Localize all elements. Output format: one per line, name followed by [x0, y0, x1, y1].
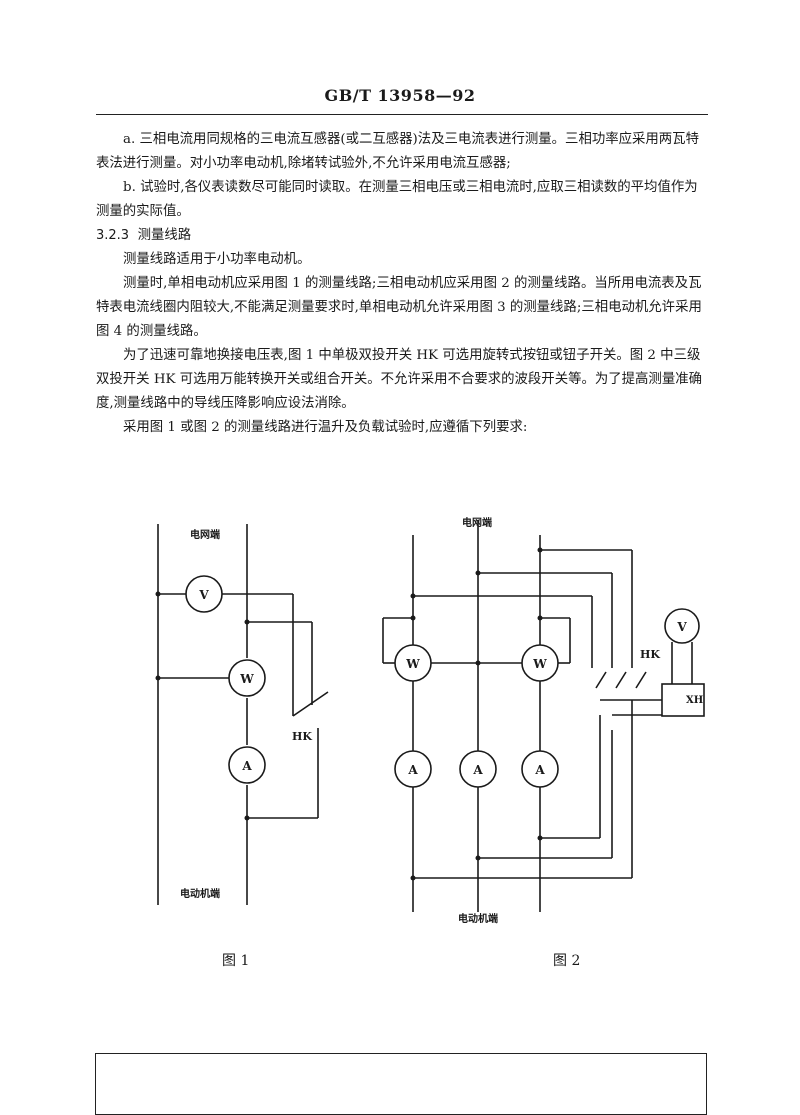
fig2-ammeter-a-label: A	[407, 763, 418, 777]
fig1-junction	[155, 591, 161, 597]
fig1-wattmeter	[228, 659, 266, 697]
paragraph-switch: 为了迅速可靠地换接电压表,图 1 中单极双投开关 HK 可选用旋转式按钮或钮子开…	[96, 348, 702, 411]
paragraph-scope: 测量线路适用于小功率电动机。	[123, 252, 311, 267]
fig2-ammeter-c	[521, 750, 559, 788]
fig2-junction	[410, 593, 416, 599]
fig1-top-label: 电网端	[190, 528, 220, 541]
fig2-switch-blade-3	[635, 671, 647, 689]
page-header: GB/T 13958—92	[324, 86, 476, 105]
fig2-junction	[410, 875, 416, 881]
fig1-switch-blade	[292, 691, 329, 717]
fig2-junction	[537, 615, 543, 621]
fig2-junction	[537, 835, 543, 841]
fig2-switch-label: HK	[640, 648, 660, 661]
document-page: GB/T 13958—92 a. 三相电流用同规格的三电流互感器(或二互感器)法…	[95, 86, 708, 1115]
section-number: 3.2.3	[96, 228, 130, 243]
fig2-junction	[475, 570, 481, 576]
figure-2-diagram: W W A A A V XH HK 电网端 电动机端	[382, 516, 705, 925]
fig1-junction	[244, 815, 250, 821]
fig2-wattmeter-2	[521, 644, 559, 682]
fig2-ammeter-b-label: A	[472, 763, 483, 777]
fig1-junction	[155, 675, 161, 681]
fig2-voltmeter-label: V	[676, 620, 687, 634]
fig2-wattmeter-1	[394, 644, 432, 682]
fig2-voltmeter	[664, 608, 700, 644]
footer-frame	[95, 1053, 707, 1115]
fig2-switch-blade-1	[595, 671, 607, 689]
paragraph-requirements: 采用图 1 或图 2 的测量线路进行温升及负载试验时,应遵循下列要求:	[123, 420, 528, 435]
fig2-junction	[537, 547, 543, 553]
section-heading: 3.2.3 测量线路	[96, 224, 708, 248]
fig2-selector-label: XH	[686, 695, 703, 706]
fig1-ammeter-label: A	[241, 759, 252, 773]
fig2-junction	[475, 660, 481, 666]
header-rule	[96, 114, 708, 115]
fig2-wattmeter-2-label: W	[532, 657, 547, 671]
figure-1-diagram: V W A 电网端 电动机端 HK	[155, 524, 329, 905]
fig1-junction	[244, 619, 250, 625]
figure-2-caption: 图 2	[553, 953, 581, 969]
paragraph-circuits: 测量时,单相电动机应采用图 1 的测量线路;三相电动机应采用图 2 的测量线路。…	[96, 276, 702, 339]
fig2-wattmeter-1-label: W	[405, 657, 420, 671]
section-title: 测量线路	[137, 228, 192, 243]
body-text: a. 三相电流用同规格的三电流互感器(或二互感器)法及三电流表进行测量。三相功率…	[96, 128, 708, 440]
fig2-top-label: 电网端	[462, 516, 492, 529]
fig2-ammeter-c-label: A	[534, 763, 545, 777]
fig2-junction	[410, 615, 416, 621]
fig2-ammeter-a	[394, 750, 432, 788]
fig1-ammeter	[228, 746, 266, 784]
fig1-bottom-label: 电动机端	[180, 887, 220, 900]
paragraph-a: a. 三相电流用同规格的三电流互感器(或二互感器)法及三电流表进行测量。三相功率…	[96, 132, 699, 171]
fig2-bottom-label: 电动机端	[458, 912, 498, 925]
fig1-voltmeter	[185, 575, 223, 613]
fig2-ammeter-b	[459, 750, 497, 788]
figure-1-caption: 图 1	[222, 953, 250, 969]
fig2-junction	[475, 855, 481, 861]
paragraph-b: b. 试验时,各仪表读数尽可能同时读取。在测量三相电压或三相电流时,应取三相读数…	[96, 180, 698, 219]
fig1-switch-label: HK	[292, 730, 312, 743]
fig2-selector-box	[661, 683, 705, 717]
fig1-wattmeter-label: W	[239, 672, 254, 686]
fig2-switch-blade-2	[615, 671, 627, 689]
fig1-voltmeter-label: V	[198, 588, 209, 602]
